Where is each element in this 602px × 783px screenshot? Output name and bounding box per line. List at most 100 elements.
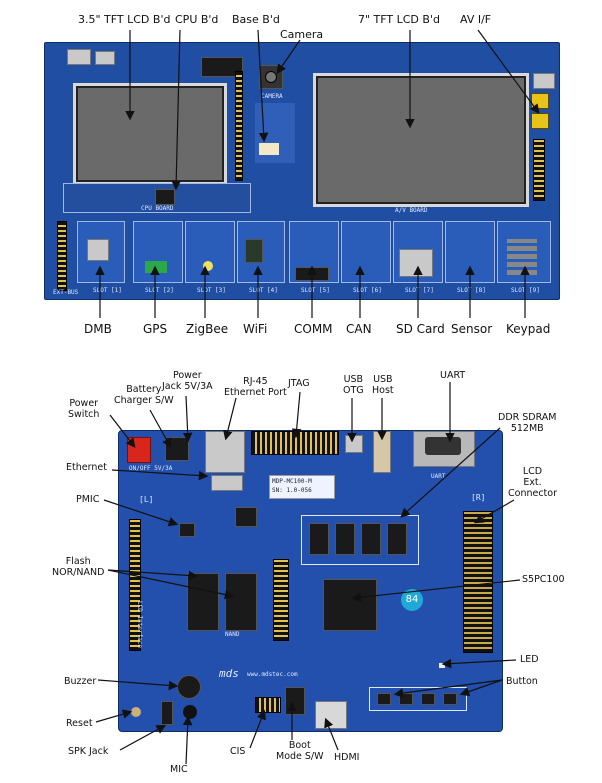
lcd-ext-header [463,511,493,653]
label-power-switch-line2: Switch [68,409,100,420]
label-lcd-ext-line1: LCD [522,466,543,477]
button-1 [377,693,391,705]
label-gps: GPS [143,322,168,336]
s5pc100-chip [323,579,377,631]
label-led: LED [520,654,539,665]
onoff-silk: ON/OFF 5V/3A [129,465,173,472]
label-camera: Camera [280,28,324,41]
label-battery: Battery Charger S/W [114,384,174,406]
label-mic: MIC [170,764,188,775]
model-sticker [269,475,335,499]
label-usb-otg-line1: USB [343,374,364,385]
arrow-battery [149,409,172,449]
label-can: CAN [346,322,372,336]
camera-silk: CAMERA [261,93,283,100]
arrow-button-2 [459,679,503,697]
label-lcd-ext: LCD Ext. Connector [508,466,557,499]
button-3 [421,693,435,705]
arrow-lcd-ext [473,499,515,524]
label-flash-line2: NOR/NAND [52,567,105,578]
arrow-rj45 [223,397,237,441]
label-power-jack-line2: Jack 5V/3A [162,381,213,392]
slot-silk-8: SLOT [8] [457,287,486,294]
arrow-flash-2 [107,569,235,600]
cpu-side-header [235,71,243,181]
button-4 [443,693,457,705]
arrow-spk [119,724,167,751]
label-button: Button [506,676,538,687]
arrow-power-jack [182,395,193,443]
flash-nand-chip [225,573,257,631]
label-keypad: Keypad [506,322,551,336]
arrow-av [477,29,540,114]
label-usb-otg: USB OTG [343,374,364,396]
ddr-outline [301,515,419,565]
top-connector-2 [95,51,115,65]
base-board-sticker [259,143,279,155]
label-usb-host-line2: Host [372,385,394,396]
label-flash-line1: Flash [65,556,91,567]
label-power-jack: Power Jack 5V/3A [162,370,213,392]
label-boot-line2: Mode S/W [276,751,324,762]
mdstec-silk: www.mdstec.com [247,671,298,678]
slot-silk-1: SLOT [1] [93,287,122,294]
cpu-chip [155,189,175,205]
wifi-chip [245,239,263,263]
arrow-hdmi [324,717,339,751]
slot-silk-6: SLOT [6] [353,287,382,294]
camera-lens [265,71,277,83]
label-zigbee: ZigBee [186,322,229,336]
hdmi-part [315,701,347,729]
nand-silk: NAND [225,631,240,638]
label-comm: COMM [294,322,333,336]
ddr-chip-4 [387,523,407,555]
label-ddr-line1: DDR SDRAM [498,412,557,423]
label-boot-line1: Boot [288,740,311,751]
label-wifi: WiFi [243,322,268,336]
left-header [129,519,141,651]
lcd-7-screen [313,73,529,207]
flash-nor-chip [187,573,219,631]
label-battery-line2: Charger S/W [114,395,174,406]
label-spk: SPK Jack [68,746,109,757]
label-buzzer: Buzzer [64,676,97,687]
mic-part [183,705,197,719]
label-pmic: PMIC [76,494,100,505]
av-jack-2 [531,113,549,129]
slot-silk-4: SLOT [4] [249,287,278,294]
arrow-reset [95,709,133,723]
slot-module-can [341,221,391,283]
cpu-board-photo: ON/OFF 5V/3A MDP-MC100-M SN: 1.0-056 UAR… [118,430,503,732]
label-usb-host-line1: USB [373,374,393,385]
arrow-cpu [171,29,181,191]
serial-connector [201,57,243,77]
right-silk: [R] [471,493,486,502]
cpu-board [63,183,251,213]
label-rj45: RJ-45 Ethernet Port [224,376,287,398]
label-usb-otg-line2: OTG [343,385,364,396]
ddr-chip-3 [361,523,381,555]
av-connector [533,73,555,89]
label-power-switch: Power Switch [68,398,99,420]
label-ddr-line2: 512MB [510,423,544,434]
label-uart: UART [440,370,466,381]
pmic-chip [179,523,195,537]
arrow-base [257,29,269,143]
ddr-chip-2 [335,523,355,555]
label-av: AV I/F [460,13,492,26]
model-silk: MDP-MC100-M [272,478,312,485]
slot-silk-7: SLOT [7] [405,287,434,294]
label-hdmi: HDMI [334,752,360,763]
badge: 84 [401,589,423,611]
cpu-board-silk: CPU BOARD [141,205,174,212]
label-boot: Boot Mode S/W [276,740,324,762]
arrow-flash-1 [107,569,199,581]
label-reset: Reset [66,718,93,729]
arrow-ethernet [111,469,209,481]
label-jtag: JTAG [288,378,310,389]
ext-bus-silk: EXT-BUS [53,289,79,296]
slot-silk-2: SLOT [2] [145,287,174,294]
ethernet-magnetics [211,475,243,491]
arrow-camera [276,39,301,74]
slot-silk-3: SLOT [3] [197,287,226,294]
